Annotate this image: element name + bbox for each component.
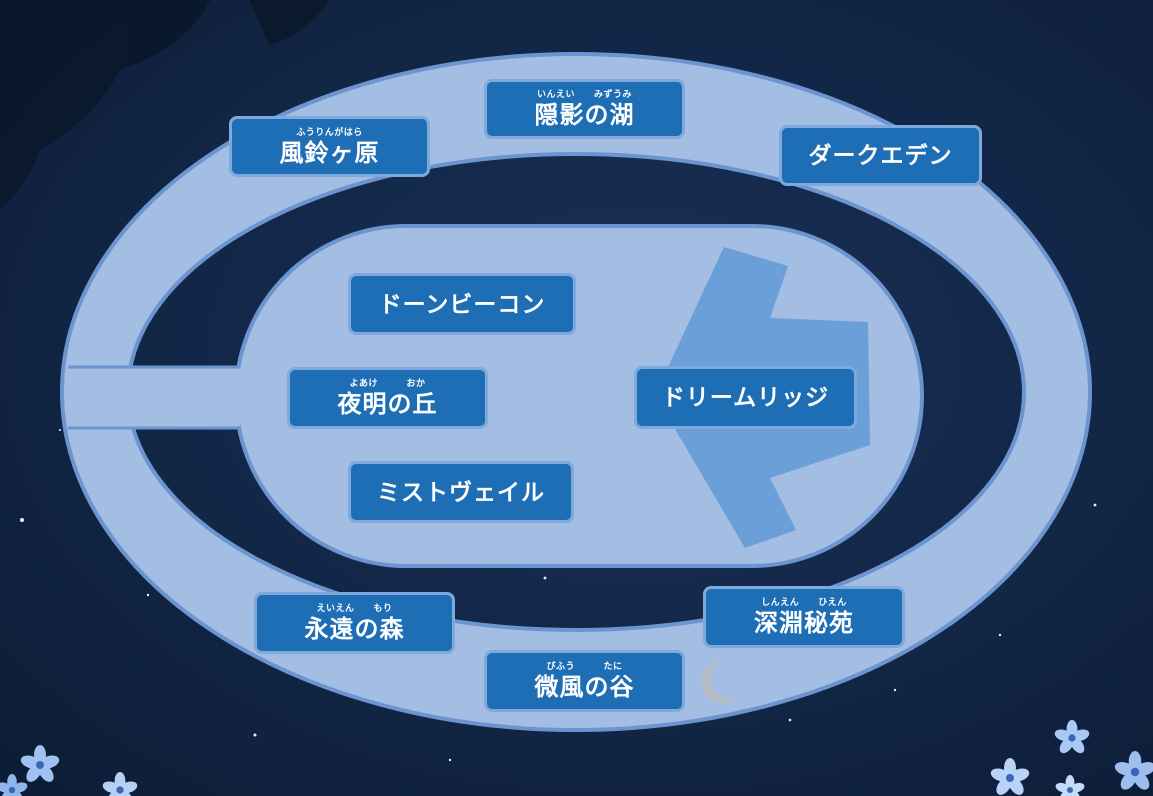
- location-name: 夜明の丘: [337, 389, 438, 418]
- flower-cluster-right: [990, 720, 1153, 796]
- left-connector-road: [68, 365, 240, 430]
- flower-cluster-left: [0, 745, 138, 796]
- location-mist-veil[interactable]: ミストヴェイル: [348, 461, 574, 523]
- furigana: しんえん ひえん: [761, 598, 847, 608]
- furigana: いんえい みずうみ: [536, 90, 632, 100]
- location-dream-ridge[interactable]: ドリームリッジ: [634, 366, 857, 429]
- furigana: よあけ おか: [349, 379, 426, 389]
- furigana: びふう たに: [546, 662, 623, 672]
- location-name: 深淵秘苑: [754, 608, 854, 637]
- location-fuurin-plain[interactable]: ふうりんがはら 風鈴ヶ原: [229, 116, 430, 177]
- location-eien-forest[interactable]: えいえん もり 永遠の森: [254, 592, 455, 654]
- location-name: ドーンビーコン: [378, 290, 546, 318]
- location-dark-eden[interactable]: ダークエデン: [779, 125, 982, 186]
- location-name: ダークエデン: [808, 142, 953, 169]
- location-name: ドリームリッジ: [661, 384, 830, 411]
- flower-icon: [102, 772, 138, 796]
- location-name: 風鈴ヶ原: [279, 137, 380, 167]
- flower-icon: [0, 774, 28, 796]
- dark-foliage: [0, 0, 330, 210]
- flower-icon: [1054, 720, 1090, 754]
- location-name: 永遠の森: [304, 614, 405, 643]
- location-name: 微風の谷: [534, 672, 635, 701]
- location-inei-lake[interactable]: いんえい みずうみ 隠影の湖: [484, 79, 685, 139]
- location-dawn-beacon[interactable]: ドーンビーコン: [348, 273, 576, 335]
- flower-icon: [1055, 775, 1085, 796]
- flower-icon: [1114, 751, 1153, 790]
- flower-icon: [20, 745, 60, 782]
- location-shinen-garden[interactable]: しんえん ひえん 深淵秘苑: [703, 586, 905, 648]
- crescent-moon-icon: [701, 660, 740, 704]
- furigana: ふうりんがはら: [296, 127, 363, 138]
- flower-icon: [990, 758, 1030, 795]
- furigana: えいえん もり: [316, 604, 393, 614]
- location-name: 隠影の湖: [534, 100, 635, 129]
- location-yoake-hill[interactable]: よあけ おか 夜明の丘: [287, 367, 488, 429]
- location-name: ミストヴェイル: [377, 478, 545, 506]
- location-bifuu-valley[interactable]: びふう たに 微風の谷: [484, 650, 685, 712]
